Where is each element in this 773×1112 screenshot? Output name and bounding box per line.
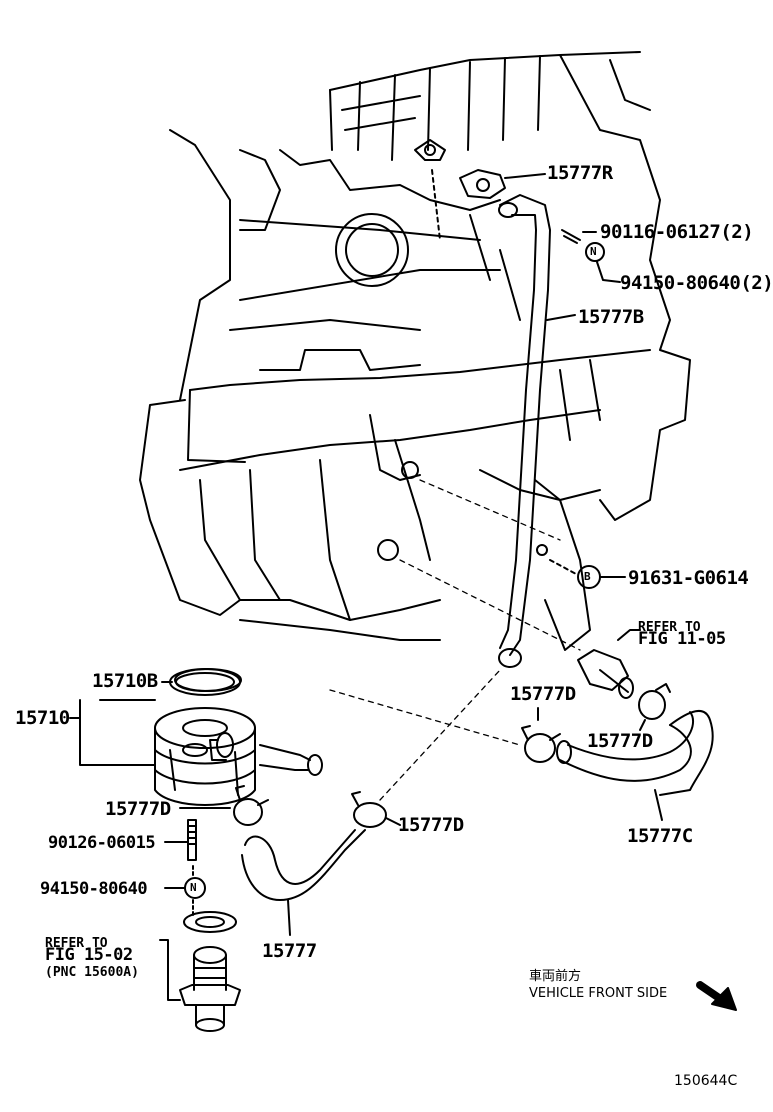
label-15710b: 15710B (92, 670, 158, 692)
union-fitting (577, 629, 641, 699)
label-91631-g0614: 91631-G0614 (628, 567, 749, 589)
direction-label-en: VEHICLE FRONT SIDE (529, 986, 668, 1001)
label-15777d-cooler: 15777D (105, 798, 171, 820)
bolt-91631 (549, 559, 626, 589)
front-direction-arrow-icon (696, 981, 737, 1011)
refer-left-line2: FIG 15-02 (45, 945, 133, 965)
label-15710: 15710 (15, 707, 70, 729)
connection-lines (329, 479, 581, 801)
symbol-b: B (584, 570, 591, 583)
clamp-15777d-upper (521, 707, 561, 763)
direction-label-jp: 車両前方 (529, 969, 582, 984)
oil-pipe-15777b (498, 194, 591, 668)
label-15777: 15777 (262, 940, 317, 962)
symbol-n-top: N (590, 245, 597, 258)
hose-15777c (556, 710, 714, 821)
stud-bolt-90116 (561, 229, 597, 244)
refer-right-line2: FIG 11-05 (638, 629, 726, 649)
label-94150-80640-bottom: 94150-80640 (40, 879, 148, 899)
refer-left-line3: (PNC 15600A) (45, 965, 139, 980)
clamp-15777d-right (638, 683, 671, 731)
engine-block (139, 51, 691, 641)
label-90116-06127: 90116-06127(2) (600, 221, 754, 243)
nut-94150-top (585, 242, 621, 283)
label-94150-80640-top: 94150-80640(2) (620, 272, 773, 294)
label-15777d-right: 15777D (587, 730, 653, 752)
refer-right-line1: REFER TO (638, 620, 701, 635)
figure-code: 150644C (674, 1073, 738, 1089)
label-15777d-upper: 15777D (510, 683, 576, 705)
label-15777c: 15777C (627, 825, 693, 847)
clamp-15777d-lower (351, 791, 401, 828)
label-15777d-lower: 15777D (398, 814, 464, 836)
nut-94150-bottom (164, 877, 206, 899)
refer-left-line1: REFER TO (45, 936, 108, 951)
gasket-15777r (459, 169, 546, 199)
union-bolt-bottom (159, 911, 241, 1032)
label-15777r: 15777R (547, 162, 613, 184)
stud-bolt-90126 (164, 819, 197, 861)
label-90126-06015: 90126-06015 (48, 833, 156, 853)
symbol-n-bottom: N (190, 881, 197, 894)
clamp-15777d-cooler (179, 785, 269, 826)
hose-15777 (241, 829, 366, 936)
label-15777b: 15777B (578, 306, 644, 328)
gasket-15710b (174, 668, 242, 692)
